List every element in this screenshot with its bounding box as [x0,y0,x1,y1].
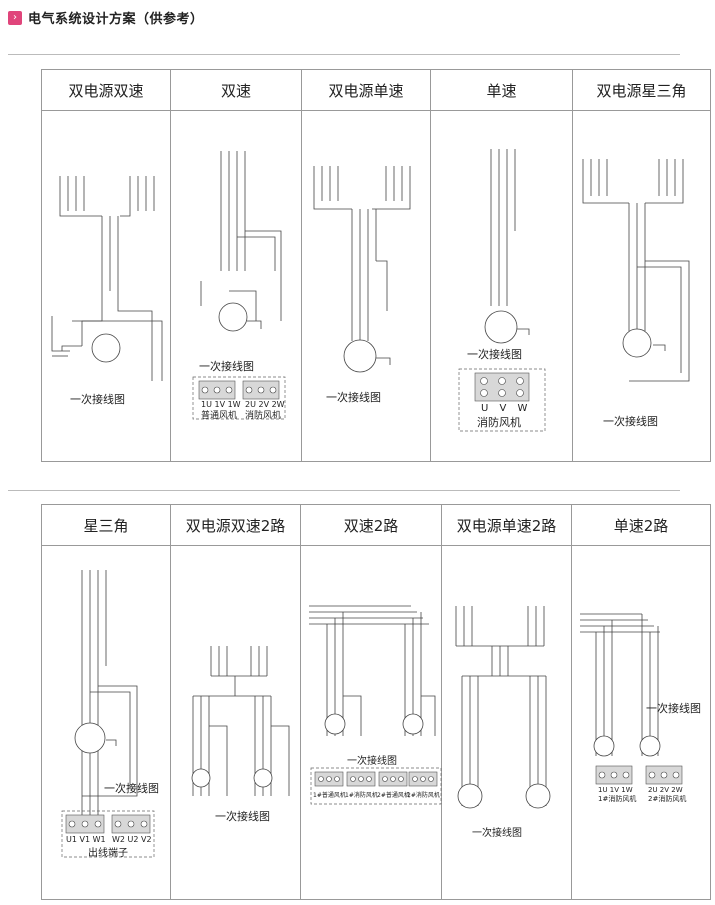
diagram-caption: 一次接线图 [603,415,658,428]
diagram-caption: 一次接线图 [467,348,522,361]
wiring-diagram: 一次接线图 1#普通风机 1#消防风机 2#普通风机 2#消防风机 [301,546,442,901]
terminal-block-svg [595,765,683,785]
terminal-block-svg [458,368,546,432]
terminal-labels: 1U 1V 1W [201,400,241,409]
diagram-dual-power-single-speed-2way: 双电源单速2路 一次接线图 [442,505,572,899]
wiring-diagram: 一次接线图 1U 1V 1W 2U 2V 2W 1#消防风机 2#消防风机 [572,546,710,901]
terminal-caption: 消防风机 [477,416,521,429]
column-title: 双电源双速2路 [171,505,300,546]
wiring-diagram-svg [313,166,411,373]
wiring-diagram-svg [580,613,661,757]
column-title: 单速 [431,70,572,111]
diagram-caption: 一次接线图 [199,360,254,373]
diagram-caption: 一次接线图 [646,702,701,715]
wiring-diagram-svg [74,570,138,816]
column-title: 双电源单速2路 [442,505,571,546]
diagram-dual-power-two-speed-2way: 双电源双速2路 一次接线图 [171,505,301,899]
terminal-caption: 普通风机 [201,411,238,421]
top-diagram-table: 双电源双速 一次接线图 双速 [41,69,711,462]
terminal-caption: 2#普通风机 [377,792,410,799]
wiring-diagram: 一次接线图 [42,111,170,463]
column-title: 星三角 [42,505,170,546]
diagram-caption: 一次接线图 [104,782,159,795]
diagram-two-speed: 双速 一次接线图 [171,70,302,461]
terminal-caption: 2#消防风机 [648,795,687,803]
terminal-labels: 2U 2V 2W [245,400,285,409]
terminal-labels: W2 U2 V2 [112,835,152,844]
terminal-block-svg [61,810,155,858]
column-title: 双电源星三角 [573,70,710,111]
terminal-labels: U V W [481,403,528,414]
diagram-caption: 一次接线图 [70,393,125,406]
wiring-diagram: 一次接线图 1U 1V 1W 2U 2V 2W 普通风机 消防风机 [171,111,301,463]
section-header: › 电气系统设计方案（供参考） [8,8,204,27]
wiring-diagram: 一次接线图 [171,546,300,901]
diagram-single-speed: 单速 一次接线图 U V W 消防风机 [431,70,573,461]
wiring-diagram: 一次接线图 U V W 消防风机 [431,111,572,463]
wiring-diagram: 一次接线图 U1 V1 W1 W2 U2 V2 出线端子 [42,546,170,901]
column-title: 双电源单速 [302,70,430,111]
terminal-labels: U1 V1 W1 [66,835,106,844]
divider [8,54,680,55]
wiring-diagram-svg [200,151,282,332]
chevron-right-icon: › [8,10,22,25]
wiring-diagram-svg [309,605,436,736]
wiring-diagram: 一次接线图 [302,111,430,463]
diagram-dual-power-star-delta: 双电源星三角 一次接线图 [573,70,710,461]
column-title: 双电源双速 [42,70,170,111]
diagram-dual-power-two-speed: 双电源双速 一次接线图 [42,70,171,461]
wiring-diagram-svg [51,176,163,381]
diagram-dual-power-single-speed: 双电源单速 一次接线图 [302,70,431,461]
column-title: 双速2路 [301,505,441,546]
terminal-caption: 1#消防风机 [598,795,637,803]
diagram-caption: 一次接线图 [472,828,522,839]
divider [8,490,680,491]
terminal-block-svg [310,767,442,805]
column-title: 单速2路 [572,505,710,546]
diagram-two-speed-2way: 双速2路 一次接线图 [301,505,442,899]
terminal-block-svg [192,376,286,420]
diagram-star-delta: 星三角 一次接线图 U1 V1 W1 W2 U2 V2 出线端子 [42,505,171,899]
terminal-caption: 1#消防风机 [345,792,378,799]
terminal-labels: 1U 1V 1W [598,786,633,794]
terminal-labels: 2U 2V 2W [648,786,683,794]
page-title: 电气系统设计方案（供参考） [28,12,204,27]
diagram-caption: 一次接线图 [326,391,381,404]
diagram-single-speed-2way: 单速2路 一次接线图 1U 1V 1W 2U 2V 2W 1#消防风机 [572,505,710,899]
terminal-caption: 2#消防风机 [407,792,440,799]
terminal-caption: 1#普通风机 [313,792,346,799]
column-title: 双速 [171,70,301,111]
wiring-diagram-svg [191,646,290,796]
terminal-caption: 出线端子 [88,848,128,859]
terminal-caption: 消防风机 [245,411,282,421]
wiring-diagram: 一次接线图 [442,546,571,901]
bottom-diagram-table: 星三角 一次接线图 U1 V1 W1 W2 U2 V2 出线端子 [41,504,711,900]
wiring-diagram-svg [582,159,690,382]
wiring-diagram: 一次接线图 [573,111,710,463]
wiring-diagram-svg [455,606,551,809]
diagram-caption: 一次接线图 [215,810,270,823]
diagram-caption: 一次接线图 [347,756,397,767]
wiring-diagram-svg [484,149,530,344]
